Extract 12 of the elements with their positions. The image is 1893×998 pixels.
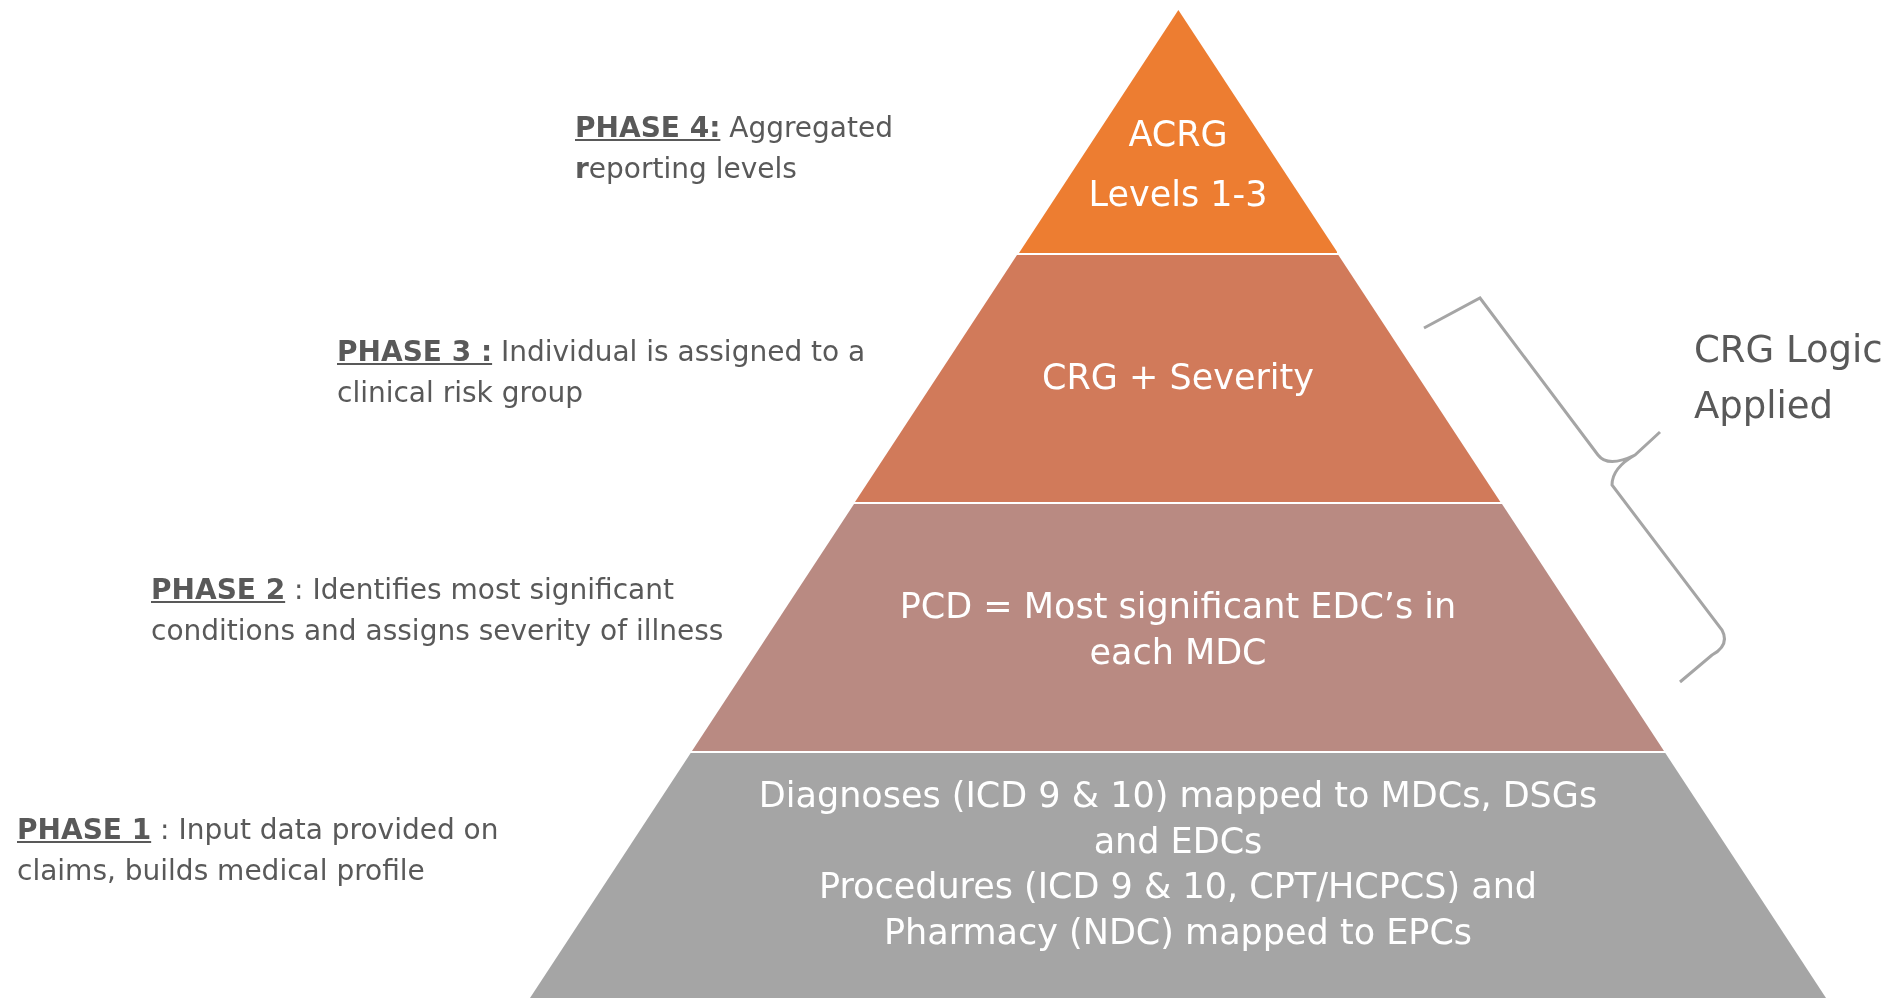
pyramid-top-tier — [1018, 10, 1338, 253]
tier-label: Diagnoses (ICD 9 & 10) mapped to MDCs, DSGs and EDCs — [757, 774, 1599, 863]
tier-label: CRG + Severity — [1040, 356, 1315, 399]
phase-description: PHASE 4: Aggregated reporting levels — [575, 110, 894, 187]
tier-label: Procedures (ICD 9 & 10, CPT/HCPCS) and Pharmacy (NDC) mapped to EPCs — [817, 865, 1539, 954]
bracket-label: CRG Logic Applied — [1694, 327, 1884, 429]
pyramid-base-tier — [530, 753, 1826, 998]
phase-description: PHASE 3 : Individual is assigned to a clinical risk group — [337, 334, 867, 411]
tier-label: ACRG Levels 1-3 — [1087, 113, 1269, 216]
phase-description: PHASE 1 : Input data provided on claims, builds medical profile — [17, 812, 500, 889]
phase-description: PHASE 2 : Identifies most significant conditions and assigns severity of illness — [151, 572, 725, 649]
tier-label: PCD = Most significant EDC’s in each MDC — [898, 585, 1458, 674]
